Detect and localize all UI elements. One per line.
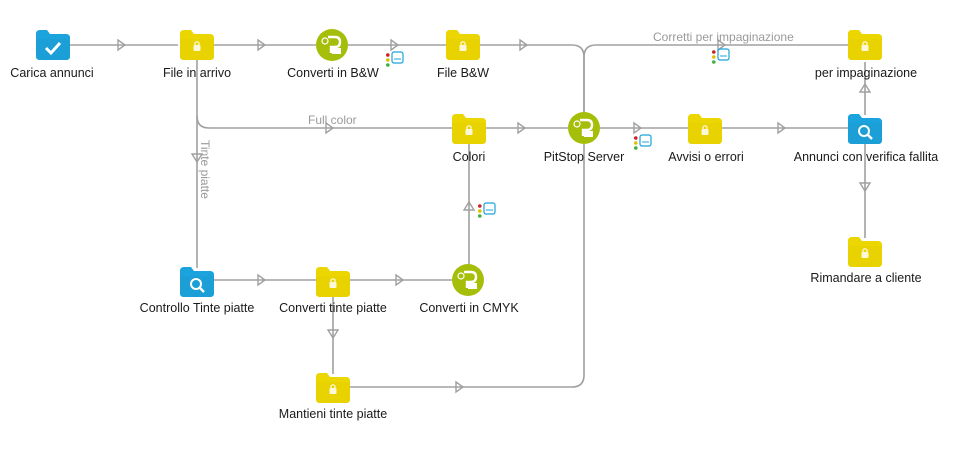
node-label-converti-bw: Converti in B&W — [287, 66, 379, 80]
status-badge-icon — [633, 134, 652, 151]
locked-folder-icon[interactable] — [445, 29, 481, 61]
arrow-right — [717, 38, 727, 52]
locked-folder-icon[interactable] — [687, 113, 723, 145]
edge-file-bw-pitstop-server[interactable] — [480, 44, 585, 114]
node-label-file-in-arrivo: File in arrivo — [162, 66, 232, 80]
arrow-down — [326, 329, 340, 340]
node-label-converti-cmyk: Converti in CMYK — [419, 301, 519, 315]
locked-folder-icon[interactable] — [451, 113, 487, 145]
arrow-right — [257, 273, 267, 287]
pitstop-icon[interactable] — [450, 262, 486, 298]
node-label-mantieni-tinte: Mantieni tinte piatte — [278, 407, 388, 421]
node-label-verifica-fallita: Annunci con verifica fallita — [793, 150, 939, 164]
edge-pitstop-server-impag[interactable] — [583, 44, 848, 114]
arrow-right — [395, 273, 405, 287]
search-folder-icon[interactable] — [848, 114, 882, 144]
locked-folder-icon[interactable] — [847, 29, 883, 61]
connection-label-corretti: Corretti per impaginazione — [653, 30, 794, 44]
arrow-down — [190, 153, 204, 164]
node-label-avvisi-errori: Avvisi o errori — [668, 150, 744, 164]
arrow-right — [117, 38, 127, 52]
arrow-right — [390, 38, 400, 52]
arrow-right — [257, 38, 267, 52]
locked-folder-icon[interactable] — [847, 236, 883, 268]
connection-lines — [70, 44, 866, 388]
locked-folder-icon[interactable] — [315, 266, 351, 298]
node-label-rimandare-cliente: Rimandare a cliente — [810, 271, 922, 285]
arrow-up — [462, 200, 476, 211]
status-badge-icon — [477, 202, 496, 219]
arrow-right — [777, 121, 787, 135]
check-folder-icon[interactable] — [36, 30, 70, 60]
arrow-up — [858, 82, 872, 93]
node-label-pitstop-server: PitStop Server — [543, 150, 625, 164]
pitstop-icon[interactable] — [566, 110, 602, 146]
arrow-right — [517, 121, 527, 135]
node-label-controllo-tinte: Controllo Tinte piatte — [139, 301, 255, 315]
status-badge-icon — [711, 48, 730, 65]
locked-folder-icon[interactable] — [179, 29, 215, 61]
connection-label-tinte-piatte: Tinte piatte — [198, 140, 212, 199]
arrow-right — [519, 38, 529, 52]
arrow-right — [325, 121, 335, 135]
locked-folder-icon[interactable] — [315, 372, 351, 404]
node-label-file-bw: File B&W — [436, 66, 490, 80]
arrow-right — [455, 380, 465, 394]
connection-arrows — [117, 38, 872, 394]
edge-mantieni-pitstop-server[interactable] — [350, 144, 585, 388]
node-label-per-impaginazione: per impaginazione — [814, 66, 918, 80]
arrow-right — [633, 121, 643, 135]
node-label-converti-tinte: Converti tinte piatte — [279, 301, 387, 315]
connection-label-full-color: Full color — [308, 113, 357, 127]
pitstop-icon[interactable] — [314, 27, 350, 63]
arrow-down — [858, 182, 872, 193]
status-badge-icon — [385, 51, 404, 68]
node-label-colori: Colori — [452, 150, 486, 164]
search-folder-icon[interactable] — [180, 267, 214, 297]
node-label-carica-annunci: Carica annunci — [10, 66, 94, 80]
